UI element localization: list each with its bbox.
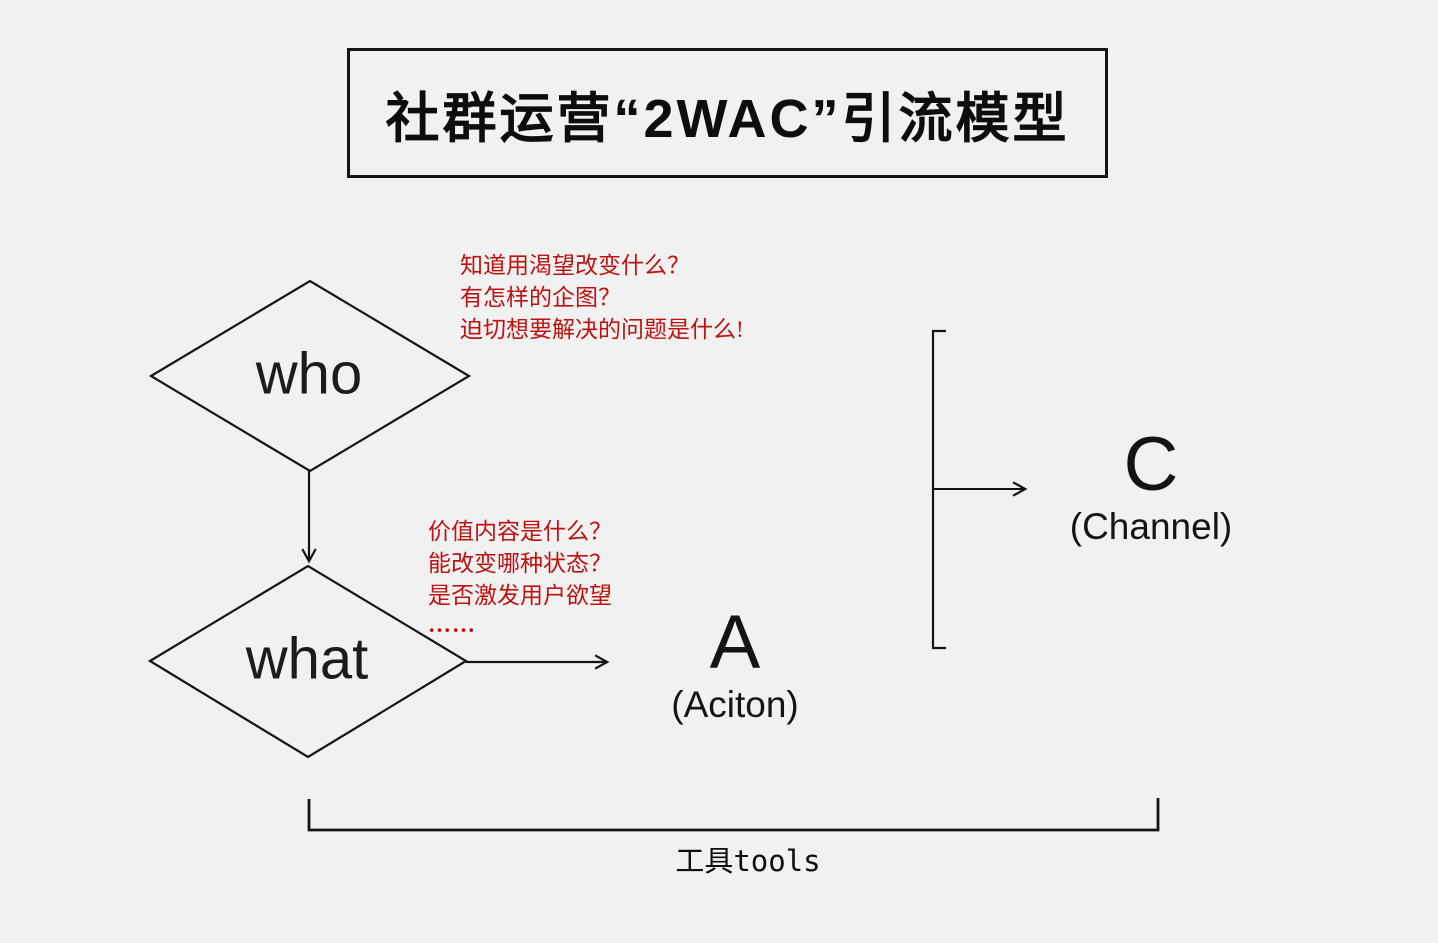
channel-subtitle: (Channel) <box>1069 506 1233 547</box>
what-note-line-3: 是否激发用户欲望 <box>428 583 612 608</box>
who-note-line-1: 知道用渴望改变什么？ <box>460 253 690 278</box>
action-letter: A <box>709 600 761 685</box>
action-node: A (Aciton) <box>671 604 798 728</box>
channel-bracket <box>931 329 946 650</box>
what-notes: 价值内容是什么？ 能改变哪种状态？ 是否激发用户欲望 …… <box>428 516 612 638</box>
title-box: 社群运营“2WAC”引流模型 <box>347 48 1108 178</box>
who-note-line-3: 迫切想要解决的问题是什么! <box>460 317 744 342</box>
action-subtitle: (Aciton) <box>671 684 799 725</box>
who-diamond <box>148 279 472 473</box>
tools-label: 工具tools <box>675 844 821 878</box>
who-notes: 知道用渴望改变什么？ 有怎样的企图？ 迫切想要解决的问题是什么! <box>460 250 744 346</box>
channel-letter: C <box>1123 422 1179 507</box>
what-note-line-1: 价值内容是什么？ <box>428 519 612 544</box>
diagram-title: 社群运营“2WAC”引流模型 <box>385 88 1070 149</box>
what-node-label: what <box>245 626 369 692</box>
tools-bracket <box>307 798 1160 832</box>
what-note-line-2: 能改变哪种状态？ <box>428 551 612 576</box>
what-note-ellipsis: …… <box>428 612 476 637</box>
who-note-line-2: 有怎样的企图？ <box>460 285 621 310</box>
channel-node: C (Channel) <box>1070 426 1232 550</box>
who-node-label: who <box>255 341 363 407</box>
